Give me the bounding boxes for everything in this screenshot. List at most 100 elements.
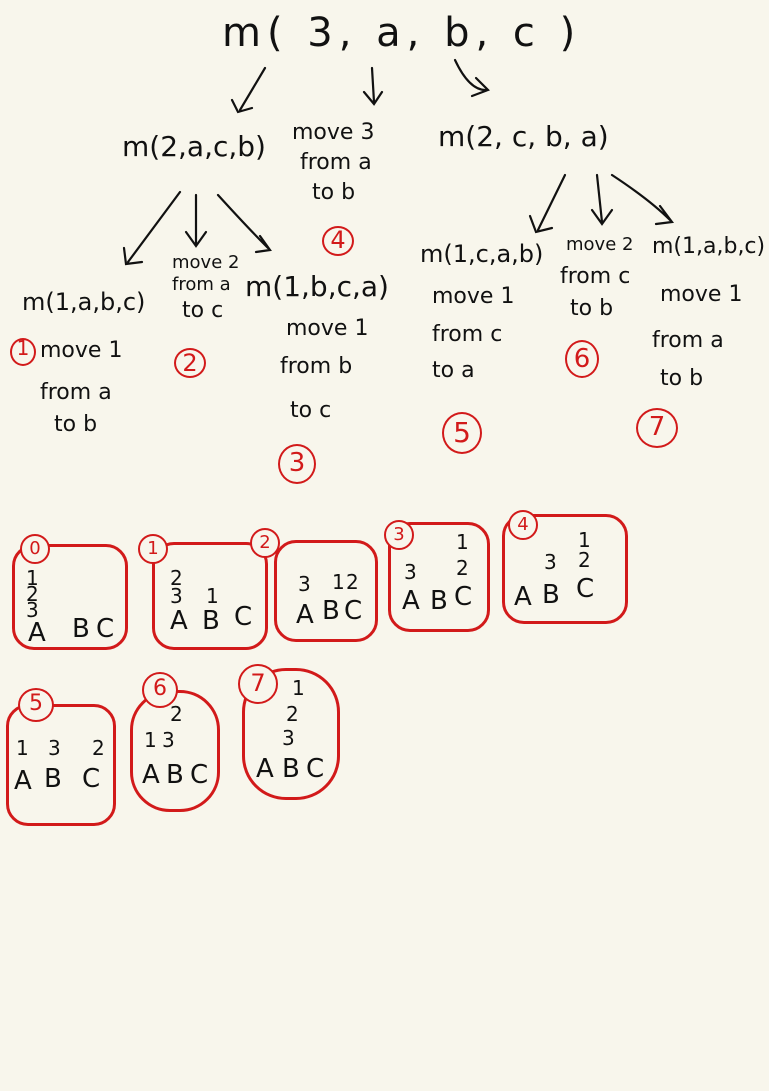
lr-call: m(1,b,c,a) (245, 270, 389, 303)
order-label-6: 6 (573, 344, 591, 374)
arrow-root-left (230, 66, 267, 114)
rm-step-line-3: to b (570, 296, 614, 321)
mid-step-line-3: to b (312, 180, 356, 205)
state-4-peg-c: C (576, 574, 595, 604)
state-0-peg-b: B (72, 614, 90, 644)
mid-step-line-2: from a (300, 150, 372, 175)
ll-step-line-3: to b (54, 412, 98, 437)
arrow-left-ll (122, 190, 182, 266)
arrow-left-lm (184, 193, 208, 248)
arrow-left-lr (216, 193, 272, 254)
state-1-peg-b: B (202, 606, 220, 636)
state-4-disk-3: 3 (544, 550, 557, 574)
order-mark-6 (565, 340, 599, 378)
state-3-disk-3: 3 (404, 560, 417, 584)
state-4-disk-1: 1 (578, 528, 591, 552)
state-2-peg-b: B (322, 596, 340, 626)
state-1-disk-3: 3 (170, 584, 183, 608)
left-call: m(2,a,c,b) (122, 130, 266, 163)
order-mark-7 (636, 408, 678, 448)
root-call: m( 3, a, b, c ) (222, 10, 582, 56)
state-1-disk-2: 2 (170, 566, 183, 590)
ll-step-line-1: move 1 (40, 338, 123, 363)
mid-step-line-1: move 3 (292, 120, 375, 145)
order-label-7: 7 (648, 412, 666, 442)
arrow-right-rm (590, 173, 614, 226)
lr-step-line-3: to c (290, 398, 332, 423)
state-box-7 (242, 668, 340, 800)
state-2-disk-3: 3 (298, 572, 311, 596)
lm-step-line-3: to c (182, 298, 224, 323)
state-6-disk-2: 2 (170, 702, 183, 726)
state-4-disk-2: 2 (578, 548, 591, 572)
state-7-disk-1: 1 (292, 676, 305, 700)
order-mark-3 (278, 444, 316, 484)
rr-step-line-2: from a (652, 328, 724, 353)
state-6-disk-1: 1 (144, 728, 157, 752)
state-0-disk-2: 2 (26, 582, 39, 606)
state-3-disk-1: 1 (456, 530, 469, 554)
state-0-disk-1: 1 (26, 566, 39, 590)
state-3-peg-a: A (402, 586, 420, 616)
state-num-2: 2 (250, 528, 280, 558)
rm-step: move 2 from c to b (560, 234, 636, 321)
state-box-5 (6, 704, 116, 826)
state-3-peg-b: B (430, 586, 448, 616)
state-6-peg-a: A (142, 760, 160, 790)
state-5-peg-a: A (14, 766, 32, 796)
state-num-1: 1 (138, 534, 168, 564)
state-1-disk-1: 1 (206, 584, 219, 608)
state-1-peg-c: C (234, 602, 253, 632)
rr-call: m(1,a,b,c) (652, 234, 766, 259)
state-2-disk-1: 1 (332, 570, 345, 594)
state-7-disk-3: 3 (282, 726, 295, 750)
state-7-peg-c: C (306, 754, 325, 784)
state-box-0 (12, 544, 128, 650)
state-box-2 (274, 540, 378, 642)
ll-call: m(1,a,b,c) (22, 288, 146, 316)
order-mark-5 (442, 412, 482, 454)
state-5-disk-1: 1 (16, 736, 29, 760)
order-mark-4 (322, 226, 354, 256)
state-box-3 (388, 522, 490, 632)
state-2-peg-c: C (344, 596, 363, 626)
state-1-peg-a: A (170, 606, 188, 636)
state-5-peg-b: B (44, 764, 62, 794)
state-7-disk-2: 2 (286, 702, 299, 726)
rm-step-line-2: from c (560, 264, 631, 289)
state-6-peg-c: C (190, 760, 209, 790)
state-num-7: 7 (238, 664, 278, 704)
order-label-3: 3 (288, 448, 306, 478)
order-label-2: 2 (182, 349, 198, 377)
lr-step-line-1: move 1 (286, 316, 369, 341)
state-5-disk-2: 2 (92, 736, 105, 760)
state-num-5: 5 (18, 688, 54, 722)
state-2-peg-a: A (296, 600, 314, 630)
order-label-5: 5 (453, 416, 471, 449)
lm-step-line-1: move 2 (172, 252, 240, 273)
state-num-6: 6 (142, 672, 178, 708)
state-5-peg-c: C (82, 764, 101, 794)
rm-step-line-1: move 2 (566, 234, 634, 255)
rl-step-line-3: to a (432, 358, 475, 383)
state-3-disk-2: 2 (456, 556, 469, 580)
order-label-1: 1 (16, 336, 30, 360)
rl-call: m(1,c,a,b) (420, 240, 544, 268)
state-2-disk-2: 2 (346, 570, 359, 594)
state-4-peg-a: A (514, 582, 532, 612)
state-3-peg-c: C (454, 582, 473, 612)
state-num-3: 3 (384, 520, 414, 550)
ll-step-line-2: from a (40, 380, 112, 405)
rl-step-line-2: from c (432, 322, 503, 347)
state-box-4 (502, 514, 628, 624)
mid-step: move 3 from a to b (292, 118, 374, 208)
right-call: m(2, c, b, a) (438, 120, 609, 153)
state-4-peg-b: B (542, 580, 560, 610)
state-6-peg-b: B (166, 760, 184, 790)
rr-step-line-3: to b (660, 366, 704, 391)
rl-step: move 1 from c to a (432, 282, 514, 383)
rr-step: move 1 from a to b (652, 280, 742, 391)
state-num-0: 0 (20, 534, 50, 564)
state-5-disk-3: 3 (48, 736, 61, 760)
